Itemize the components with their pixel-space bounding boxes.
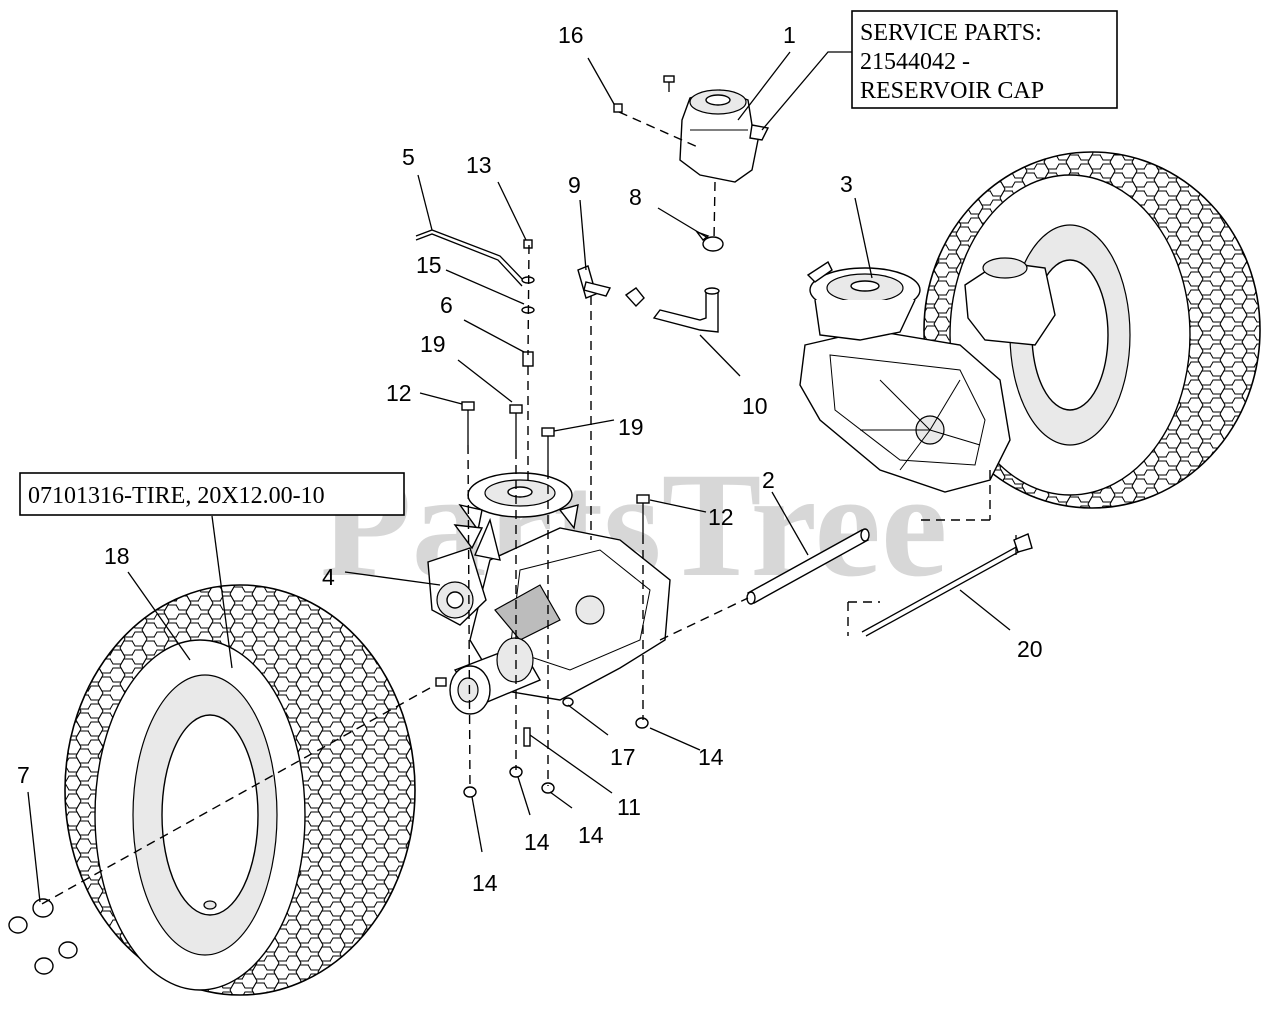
callout-14a: 14 — [698, 744, 724, 770]
screw-16 — [613, 103, 623, 113]
callout-9: 9 — [568, 172, 581, 198]
callout-13: 13 — [466, 152, 492, 178]
tire-part-box: 07101316-TIRE, 20X12.00-10 — [19, 472, 405, 516]
callout-16: 16 — [558, 22, 584, 48]
lug-nuts — [8, 898, 78, 975]
nuts — [463, 697, 649, 798]
callout-14c: 14 — [524, 829, 550, 855]
tire-box-text: 07101316-TIRE, 20X12.00-10 — [28, 483, 325, 509]
right-transaxle — [799, 257, 1056, 493]
callout-19a: 19 — [420, 331, 446, 357]
callout-15: 15 — [416, 252, 442, 278]
control-rod — [415, 229, 526, 287]
leader-lines — [27, 51, 1011, 903]
reservoir — [679, 89, 770, 183]
clamp-small — [624, 287, 645, 308]
callout-4: 4 — [322, 564, 335, 590]
left-tire — [64, 584, 416, 996]
service-box-line2: 21544042 - — [860, 49, 970, 75]
callout-18: 18 — [104, 543, 130, 569]
small-hardware — [521, 239, 535, 367]
service-box-line1: SERVICE PARTS: — [860, 20, 1042, 46]
callout-20: 20 — [1017, 636, 1043, 662]
elbow-fitting — [577, 265, 612, 299]
service-box-line3: RESERVOIR CAP — [860, 78, 1044, 104]
callout-8: 8 — [629, 184, 642, 210]
callouts: 1 2 3 4 5 6 7 8 9 10 11 12 12 13 14 14 1… — [17, 22, 1043, 896]
long-bolt — [861, 533, 1033, 637]
hose-clamp — [695, 230, 724, 252]
callout-2: 2 — [762, 467, 775, 493]
callout-1: 1 — [783, 22, 796, 48]
callout-5: 5 — [402, 144, 415, 170]
callout-6: 6 — [440, 292, 453, 318]
callout-11: 11 — [617, 794, 641, 820]
screw-top — [663, 75, 675, 92]
callout-17: 17 — [610, 744, 636, 770]
callout-10: 10 — [742, 393, 768, 419]
service-parts-box: SERVICE PARTS: 21544042 - RESERVOIR CAP — [851, 10, 1118, 109]
hose — [652, 287, 720, 333]
bolts — [461, 401, 1017, 555]
callout-7: 7 — [17, 762, 30, 788]
assembly-lines — [39, 111, 991, 906]
left-transaxle — [427, 472, 671, 715]
callout-14d: 14 — [472, 870, 498, 896]
callout-12b: 12 — [708, 504, 734, 530]
callout-14b: 14 — [578, 822, 604, 848]
callout-12a: 12 — [386, 380, 412, 406]
callout-19b: 19 — [618, 414, 644, 440]
callout-3: 3 — [840, 171, 853, 197]
